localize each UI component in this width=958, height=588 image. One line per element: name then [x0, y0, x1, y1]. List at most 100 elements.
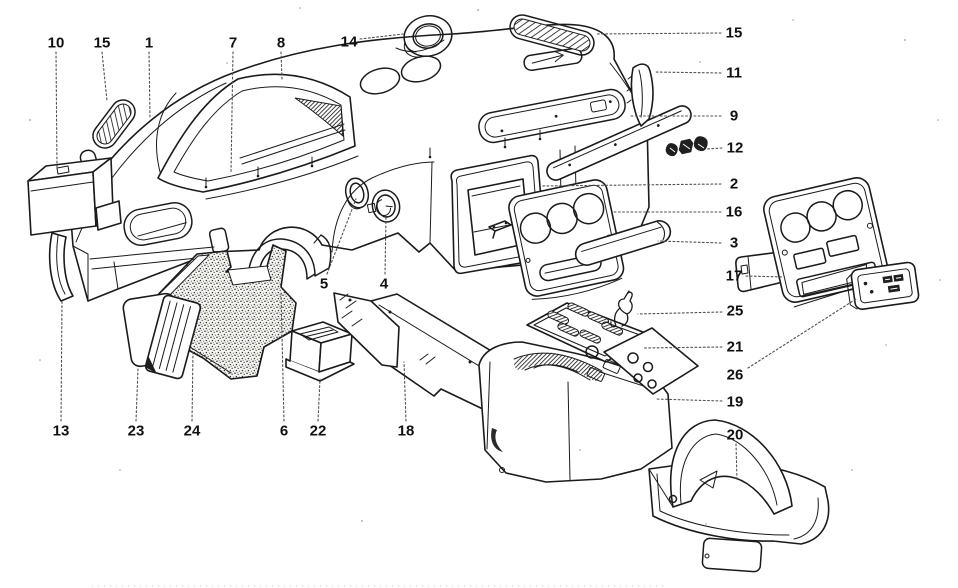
part-footrest: [122, 292, 202, 380]
leader-line-console-gauge-panel: [745, 275, 784, 278]
part-rear-console: [648, 419, 830, 573]
leader-line-rear-console: [735, 443, 738, 481]
leader-line-left-box: [55, 51, 58, 170]
callout-binnacle-opening: 7: [229, 35, 237, 173]
leader-line-binnacle-hood: [280, 51, 283, 80]
part-number-label: 1: [145, 35, 153, 52]
part-number-label: 4: [380, 276, 389, 293]
part-support-bracket: [285, 321, 355, 382]
callout-left-defroster-grille: 15: [94, 35, 111, 102]
part-left-side-trim: [48, 232, 74, 302]
part-panel-bracket: [735, 251, 784, 293]
leader-line-binnacle-opening: [230, 51, 234, 173]
callout-right-defroster-grille: 15: [596, 25, 743, 42]
part-number-label: 23: [128, 423, 145, 440]
part-left-box: [27, 157, 122, 236]
leader-line-front-vent-ring: [384, 217, 387, 275]
callout-console-body: 19: [654, 394, 744, 411]
leader-line-left-defroster-grille: [101, 51, 108, 102]
callout-fastener-clips: 12: [706, 140, 744, 157]
part-number-label: 24: [184, 423, 201, 440]
part-number-label: 19: [727, 394, 744, 411]
leader-line-shift-gate-plate: [642, 346, 723, 349]
callout-left-side-trim: 13: [53, 301, 70, 440]
callout-left-box: 10: [48, 35, 65, 170]
leader-line-left-side-trim: [60, 301, 63, 422]
part-right-side-trim: [626, 63, 654, 127]
part-number-label: 12: [727, 140, 744, 157]
part-number-label: 5: [320, 276, 328, 293]
part-number-label: 15: [94, 35, 111, 52]
callout-carpet-pad: 24: [184, 351, 201, 440]
callout-clock-unit: 26: [727, 298, 857, 384]
callout-lower-trim-bar: 3: [657, 235, 738, 252]
callout-gauge-bezel: 16: [611, 204, 743, 221]
part-number-label: 17: [726, 268, 743, 285]
part-number-label: 11: [726, 65, 742, 82]
callout-column-surround: 6: [280, 292, 288, 440]
leader-line-horse-emblem: [637, 311, 723, 315]
part-number-label: 20: [727, 427, 744, 444]
callout-instrument-frame: 2: [540, 176, 738, 193]
leader-line-right-side-trim: [653, 71, 722, 74]
part-gauge-bezel: [508, 179, 625, 300]
part-number-label: 16: [726, 204, 743, 221]
part-horse-emblem: [610, 290, 633, 328]
leader-line-column-surround: [280, 292, 285, 422]
part-small-vent-ring: [344, 177, 370, 210]
callout-console-gauge-panel: 17: [726, 268, 784, 285]
part-right-defroster-grille: [509, 14, 595, 56]
part-number-label: 13: [53, 423, 70, 440]
callout-binnacle-hood: 8: [277, 35, 285, 80]
callout-footrest: 23: [128, 368, 145, 440]
mounting-studs: [204, 129, 542, 189]
part-number-label: 21: [727, 339, 744, 356]
part-trim-strip: [546, 105, 692, 181]
leader-line-lower-trim-bar: [657, 240, 722, 244]
callout-right-side-trim: 11: [653, 65, 742, 82]
part-number-label: 9: [730, 108, 738, 125]
part-number-label: 2: [730, 176, 738, 193]
callout-horse-emblem: 25: [637, 303, 744, 320]
leader-line-fastener-clips: [706, 147, 723, 150]
leader-line-vent-ring: [359, 33, 404, 40]
callout-support-bracket: 22: [310, 378, 327, 440]
part-shift-gate-plate: [526, 302, 699, 395]
leader-line-console-body: [654, 398, 723, 402]
gate-slots: [547, 302, 624, 344]
part-number-label: 6: [280, 423, 288, 440]
callout-small-vent-ring: 5: [320, 198, 357, 293]
part-left-defroster-grille: [92, 99, 136, 149]
leader-line-dashboard-body: [148, 51, 151, 118]
part-number-label: 8: [277, 35, 285, 52]
callout-front-vent-ring: 4: [380, 217, 389, 293]
part-number-label: 3: [730, 235, 738, 252]
callout-tunnel-panel: 18: [398, 361, 414, 440]
part-lower-trim-bar: [574, 220, 672, 266]
leader-line-carpet-pad: [191, 351, 194, 422]
part-number-label: 26: [727, 367, 744, 384]
part-number-label: 10: [48, 35, 65, 52]
leader-line-tunnel-panel: [403, 361, 407, 422]
part-number-label: 22: [310, 423, 327, 440]
part-clock-unit: [846, 261, 920, 311]
scan-speckles: [29, 7, 941, 525]
leader-line-right-defroster-grille: [596, 32, 722, 35]
callout-trim-strip: 9: [628, 108, 738, 125]
leader-line-small-vent-ring: [326, 198, 357, 275]
callout-shift-gate-plate: 21: [642, 339, 744, 356]
leader-line-instrument-frame: [540, 183, 722, 187]
part-vent-ring: [403, 15, 453, 58]
callout-vent-ring: 14: [341, 33, 404, 51]
callout-rear-console: 20: [727, 427, 744, 481]
part-number-label: 25: [727, 303, 744, 320]
part-number-label: 14: [341, 34, 358, 51]
part-number-label: 15: [726, 25, 743, 42]
leader-line-clock-unit: [747, 298, 857, 369]
part-front-vent-ring: [366, 189, 401, 223]
callout-dashboard-body: 1: [145, 35, 153, 118]
part-fastener-clips: [665, 136, 708, 157]
